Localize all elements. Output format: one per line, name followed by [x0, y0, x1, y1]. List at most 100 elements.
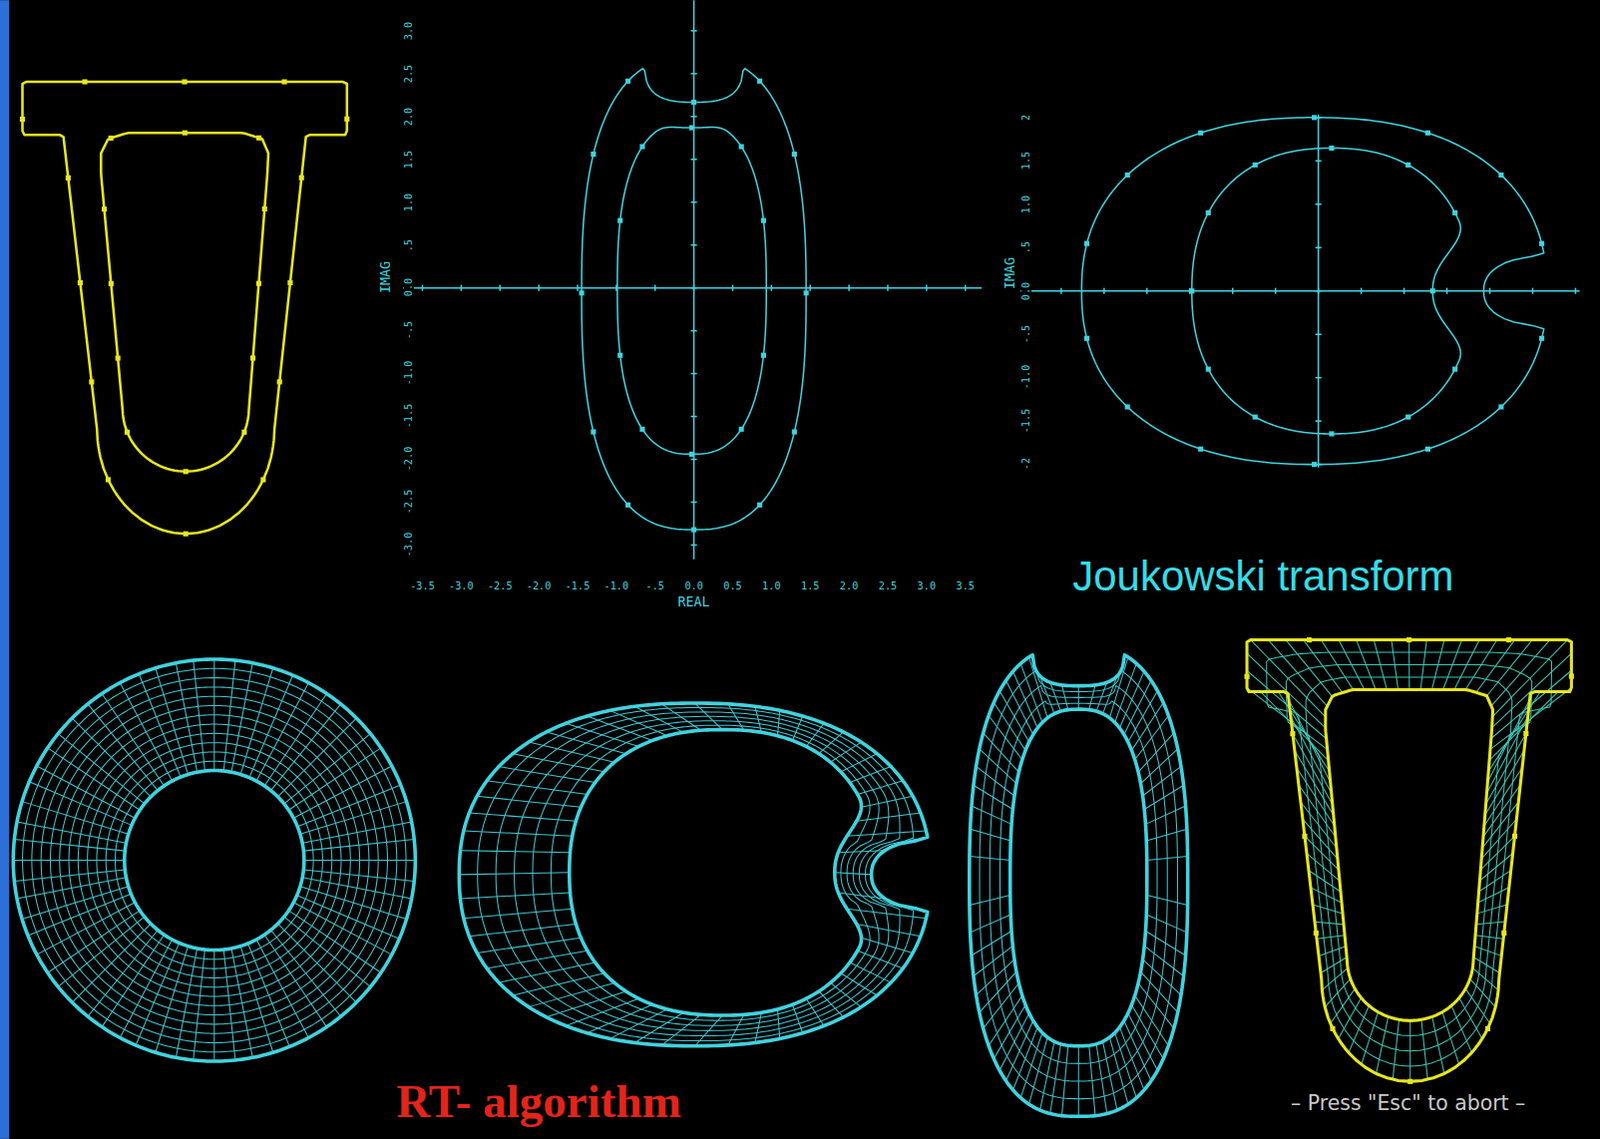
- mesh-grid: [1246, 640, 1572, 1083]
- mesh-ring: [1266, 652, 1553, 1067]
- axis-tick: [691, 201, 698, 204]
- mesh-spoke: [1144, 785, 1184, 809]
- control-point: [1539, 241, 1545, 247]
- mesh-spoke: [860, 796, 913, 807]
- axis-tick: [1403, 288, 1406, 295]
- mesh-spoke: [1330, 988, 1356, 1024]
- oval-outline: [969, 655, 1189, 1118]
- mesh-spoke: [71, 718, 151, 798]
- mesh-spoke: [284, 916, 372, 987]
- mesh-spoke: [840, 754, 877, 773]
- mesh-spoke: [1480, 835, 1515, 870]
- control-point: [183, 468, 189, 474]
- mesh-grid: [12, 659, 415, 1062]
- mesh-spoke: [47, 748, 140, 810]
- mesh-spoke: [1141, 971, 1179, 1013]
- mesh-spoke: [459, 892, 570, 899]
- mesh-spoke: [476, 796, 581, 807]
- control-point: [182, 130, 188, 136]
- mesh-spoke: [1138, 983, 1175, 1029]
- axis-tick: [1315, 377, 1322, 380]
- tick-label: -1.0: [603, 581, 631, 592]
- axis-tick: [691, 72, 698, 75]
- mesh-spoke: [829, 742, 861, 763]
- control-points: [1084, 114, 1545, 467]
- axis-tick: [691, 458, 698, 461]
- mesh-spoke: [818, 991, 844, 1018]
- tick-label: -2.0: [525, 581, 553, 592]
- control-point: [625, 502, 631, 508]
- axis-tick: [654, 285, 657, 292]
- axis-tick: [1446, 288, 1449, 295]
- axis-tick: [1315, 419, 1322, 422]
- control-point: [1205, 367, 1211, 373]
- mesh-spoke: [231, 663, 253, 773]
- mesh-spoke: [16, 877, 126, 899]
- control-point: [1405, 162, 1411, 168]
- axis-tick: [1146, 288, 1149, 295]
- mesh-spoke: [1062, 1045, 1069, 1116]
- mesh-ring: [1000, 701, 1159, 1065]
- mesh-spoke: [634, 1012, 684, 1043]
- axis-tick: [498, 285, 501, 292]
- mesh-spoke: [1361, 1012, 1379, 1065]
- mesh-spoke: [231, 948, 253, 1058]
- mesh-spoke: [857, 950, 903, 969]
- control-point: [1407, 1079, 1413, 1085]
- mesh-spoke: [1146, 914, 1188, 933]
- mesh-spoke: [983, 983, 1020, 1029]
- mesh-spoke: [213, 950, 215, 1063]
- mesh-spoke: [1246, 670, 1327, 739]
- mesh-ring: [532, 721, 879, 1027]
- axis-tick: [771, 285, 774, 292]
- mesh-spoke: [1062, 685, 1069, 711]
- mesh-spoke: [610, 1009, 668, 1039]
- tick-label: -3.0: [403, 531, 414, 559]
- mesh-spoke: [297, 895, 400, 940]
- control-point: [1125, 403, 1131, 409]
- tick-label: 0.0: [683, 581, 704, 592]
- control-point: [287, 280, 293, 286]
- mesh-spoke: [1477, 904, 1508, 914]
- mesh-spoke: [1338, 640, 1365, 691]
- mesh-spoke: [486, 781, 588, 796]
- control-point: [1485, 1026, 1491, 1032]
- mesh-spoke: [857, 781, 903, 796]
- mesh-spoke: [302, 877, 411, 899]
- control-point: [88, 379, 94, 385]
- control-point: [625, 78, 631, 84]
- mesh-spoke: [970, 828, 1012, 841]
- mesh-spoke: [755, 1012, 762, 1043]
- mesh-spoke: [240, 946, 274, 1054]
- axis-tick: [847, 285, 850, 292]
- mesh-spoke: [223, 949, 236, 1061]
- mesh-spoke: [976, 766, 1015, 797]
- mesh-spoke: [135, 942, 180, 1046]
- control-point: [262, 206, 268, 212]
- axis-tick: [691, 544, 698, 547]
- mesh-spoke: [1451, 1005, 1472, 1053]
- mesh-spoke: [1141, 749, 1179, 785]
- t-section-outline: [100, 132, 269, 472]
- mesh-grid: [458, 703, 926, 1047]
- mesh-spoke: [829, 982, 861, 1007]
- tick-label: .5: [1021, 240, 1032, 255]
- control-point: [1289, 731, 1295, 737]
- status-text: – Press "Esc" to abort –: [1289, 1093, 1527, 1114]
- axis-tick: [691, 244, 698, 247]
- control-point: [1125, 172, 1131, 178]
- mesh-spoke: [1465, 640, 1498, 691]
- mesh-spoke: [468, 923, 576, 936]
- tick-label: 0.0: [403, 277, 414, 298]
- control-points: [1189, 145, 1458, 437]
- axis-tick: [691, 29, 698, 32]
- mesh-spoke: [834, 872, 872, 875]
- axis-tick: [886, 285, 889, 292]
- mesh-spoke: [463, 830, 573, 836]
- control-point: [1328, 430, 1334, 436]
- control-point: [792, 151, 798, 157]
- control-point: [1311, 461, 1317, 467]
- mesh-spoke: [1146, 828, 1188, 841]
- mesh-spoke: [1443, 640, 1463, 691]
